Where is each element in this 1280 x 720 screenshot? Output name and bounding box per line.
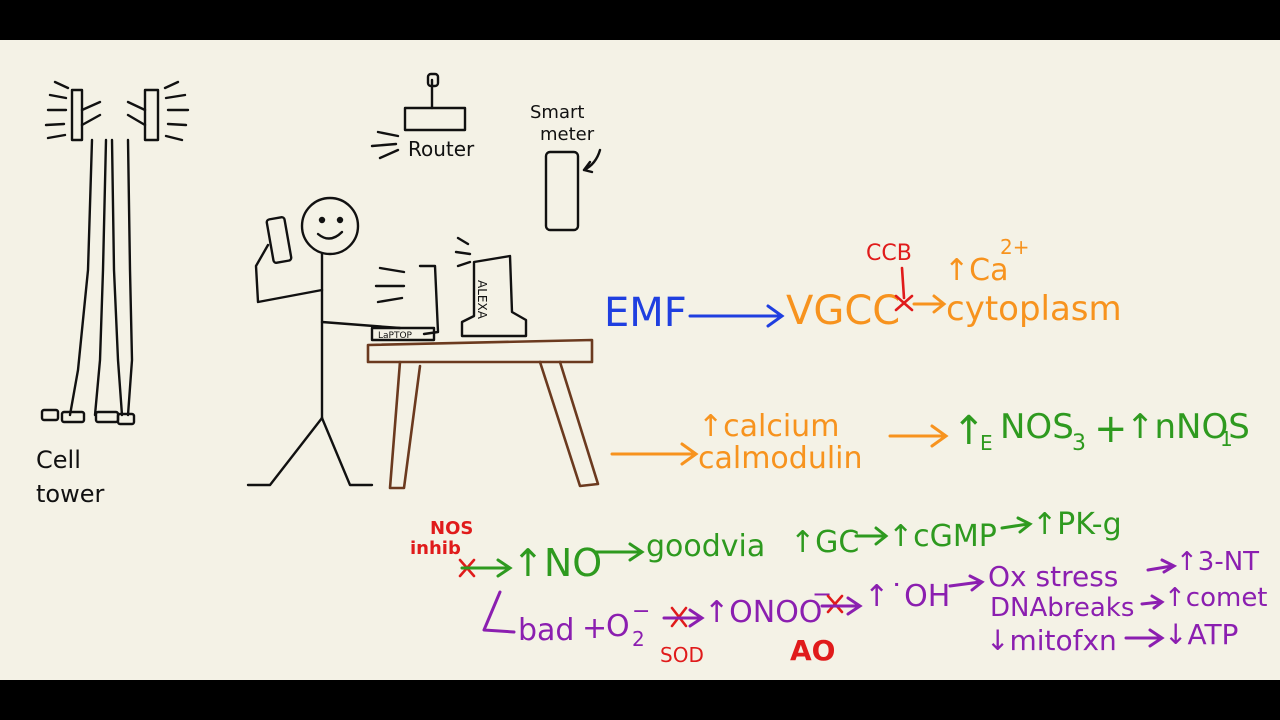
vgcc-text: VGCC bbox=[786, 288, 900, 334]
whiteboard-svg: Cell tower Router Smart meter LaPTOP bbox=[36, 72, 1268, 667]
comet-text: ↑comet bbox=[1164, 583, 1268, 613]
oh-text: ↑˙OH bbox=[864, 579, 950, 614]
ox-stress-text: Ox stress bbox=[988, 560, 1118, 593]
arrow-dna-comet bbox=[1140, 594, 1165, 610]
dna-breaks-text: DNAbreaks bbox=[990, 593, 1134, 623]
arrow-stress-3nt bbox=[1146, 558, 1178, 574]
arrow-to-enos bbox=[888, 424, 949, 448]
arrow-no-goodvia bbox=[594, 542, 645, 562]
enos-subscript-3: 3 bbox=[1072, 431, 1086, 456]
pkg-text: ↑PK-g bbox=[1032, 507, 1122, 542]
calcium-text: ↑calcium bbox=[698, 409, 839, 444]
plus-sign: + bbox=[1094, 406, 1128, 452]
arrow-vgcc-cytoplasm bbox=[912, 294, 947, 314]
onoo-text: ↑ONOO bbox=[704, 595, 822, 630]
nos-inhib-line2: inhib bbox=[410, 538, 461, 559]
cell-tower-label-line1: Cell bbox=[36, 446, 81, 474]
onoo-superscript: − bbox=[812, 580, 832, 608]
arrow-mito-atp bbox=[1124, 628, 1165, 648]
smart-meter-label-line2: meter bbox=[540, 124, 595, 145]
ccb-text: CCB bbox=[866, 241, 912, 266]
router bbox=[370, 72, 467, 160]
enos-text: NOS bbox=[1000, 407, 1074, 447]
no-text: ↑NO bbox=[512, 541, 602, 585]
ca-text: ↑Ca bbox=[944, 253, 1008, 288]
cell-tower bbox=[40, 80, 190, 426]
o2-subscript: 2 bbox=[632, 627, 645, 651]
ccb-block-mark bbox=[894, 266, 914, 312]
arrow-emf-vgcc bbox=[688, 304, 785, 328]
arrow-oh-stress bbox=[948, 574, 985, 592]
arrow-onoo-oh bbox=[820, 596, 863, 616]
arrow-o2-onoo bbox=[662, 608, 705, 628]
smart-meter bbox=[544, 148, 602, 232]
cytoplasm-text: cytoplasm bbox=[946, 289, 1122, 329]
sod-text: SOD bbox=[660, 643, 704, 667]
goodvia-text: goodvia bbox=[646, 529, 765, 564]
alexa-label: ALEXA bbox=[475, 280, 489, 320]
smart-meter-label-line1: Smart bbox=[530, 102, 584, 123]
bad-text: bad bbox=[518, 613, 574, 648]
cgmp-text: ↑cGMP bbox=[888, 519, 997, 554]
arrow-gc-cgmp bbox=[854, 526, 889, 546]
calmodulin-text: calmodulin bbox=[698, 441, 863, 476]
arrow-cgmp-pkg bbox=[1000, 516, 1033, 534]
3nt-text: ↑3-NT bbox=[1176, 547, 1259, 577]
gc-text: ↑GC bbox=[790, 525, 859, 560]
router-label: Router bbox=[408, 137, 475, 161]
emf-text: EMF bbox=[604, 290, 687, 336]
laptop-label: LaPTOP bbox=[378, 331, 413, 341]
laptop bbox=[370, 264, 440, 342]
mitofxn-text: ↓mitofxn bbox=[986, 624, 1117, 657]
drawing-canvas: Cell tower Router Smart meter LaPTOP bbox=[0, 40, 1280, 680]
branch-arrow-bad bbox=[482, 590, 516, 634]
o2-text: O bbox=[606, 609, 630, 644]
nnos-text: ↑nNOS bbox=[1126, 407, 1250, 447]
table bbox=[366, 338, 600, 490]
arrow-to-calcium bbox=[610, 442, 699, 466]
enos-subscript-e: E bbox=[980, 431, 993, 455]
stick-figure bbox=[246, 196, 402, 487]
atp-text: ↓ATP bbox=[1164, 618, 1238, 651]
ao-block-mark bbox=[826, 594, 844, 614]
nnos-subscript-1: 1 bbox=[1220, 427, 1233, 451]
ca-superscript: 2+ bbox=[1000, 235, 1029, 259]
arrow-to-no bbox=[460, 558, 513, 578]
alexa-device bbox=[454, 236, 528, 338]
nos-inhib-line1: NOS bbox=[430, 518, 473, 539]
cell-tower-label-line2: tower bbox=[36, 480, 104, 508]
o2-superscript: − bbox=[632, 599, 650, 624]
plus-bad: + bbox=[582, 611, 607, 646]
enos-arrow: ↑ bbox=[952, 408, 986, 454]
ao-text: AO bbox=[790, 634, 835, 667]
